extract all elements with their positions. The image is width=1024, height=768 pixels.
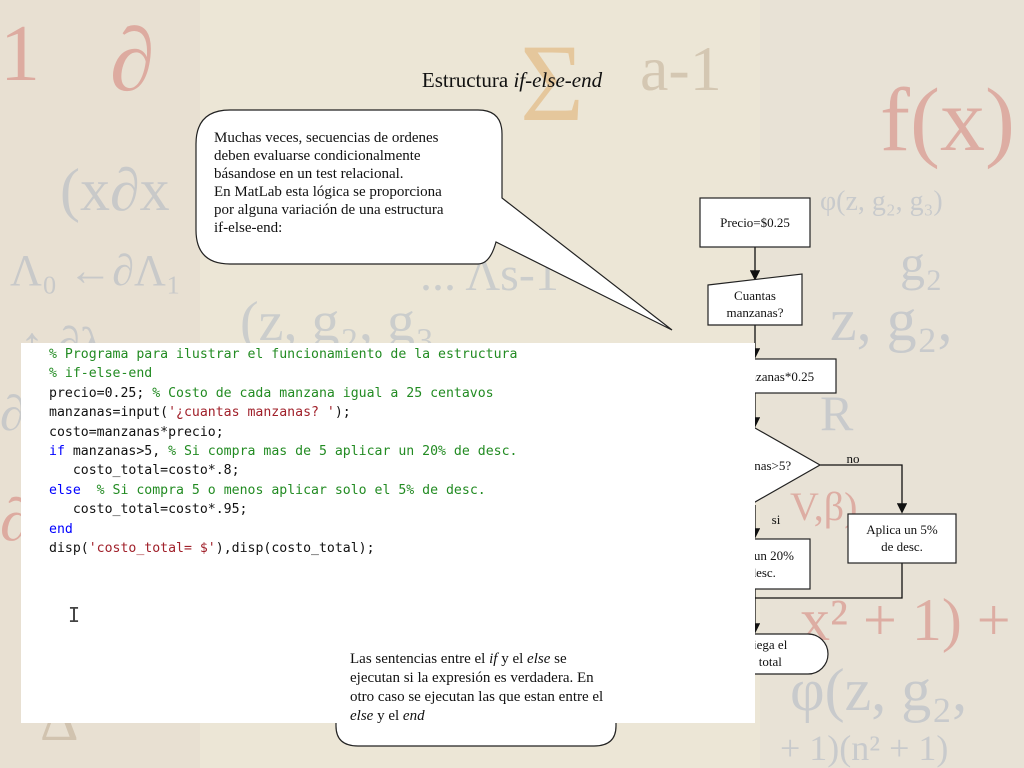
svg-text:R: R bbox=[820, 385, 854, 441]
label-si: si bbox=[772, 512, 781, 527]
svg-text:f(x): f(x) bbox=[880, 71, 1015, 170]
svg-text:(x∂x: (x∂x bbox=[60, 157, 170, 223]
svg-text:manzanas?: manzanas? bbox=[726, 305, 783, 320]
svg-text:Cuantas: Cuantas bbox=[734, 288, 776, 303]
svg-text:de desc.: de desc. bbox=[881, 539, 923, 554]
svg-text:z, g₂,: z, g₂, bbox=[830, 287, 953, 353]
svg-text:(z, g₂, g₃: (z, g₂, g₃ bbox=[240, 291, 435, 353]
svg-text:Σ: Σ bbox=[520, 22, 584, 144]
code-panel bbox=[21, 343, 755, 723]
svg-text:Λ₀ ←∂Λ₁: Λ₀ ←∂Λ₁ bbox=[10, 246, 181, 295]
svg-text:a-1: a-1 bbox=[640, 33, 722, 104]
speech-bubble-top bbox=[195, 109, 673, 331]
node-cuantas-manzanas: Cuantas manzanas? bbox=[707, 273, 803, 326]
bubble-top-text: Muchas veces, secuencias de ordenes debe… bbox=[214, 130, 444, 236]
matlab-code: % Programa para ilustrar el funcionamien… bbox=[49, 347, 518, 557]
slide-title: Estructura if-else-end bbox=[421, 68, 603, 92]
svg-text:Aplica un 5%: Aplica un 5% bbox=[866, 522, 938, 537]
node-aplica-5: Aplica un 5% de desc. bbox=[847, 513, 957, 564]
svg-text:φ(z, g₂, g₃): φ(z, g₂, g₃) bbox=[820, 186, 943, 217]
svg-text:1: 1 bbox=[0, 10, 40, 98]
svg-text:∂: ∂ bbox=[110, 11, 154, 110]
bubble-bottom-text: Las sentencias entre el if y el else se … bbox=[350, 651, 604, 724]
label-no: no bbox=[847, 451, 860, 466]
text-cursor-icon: I bbox=[68, 603, 81, 627]
svg-text:V,β): V,β) bbox=[790, 484, 857, 529]
svg-text:g₂: g₂ bbox=[900, 235, 942, 291]
svg-text:+ 1)(n² + 1): + 1)(n² + 1) bbox=[780, 728, 948, 768]
svg-text:Precio=$0.25: Precio=$0.25 bbox=[720, 215, 790, 230]
node-precio: Precio=$0.25 bbox=[699, 197, 811, 248]
